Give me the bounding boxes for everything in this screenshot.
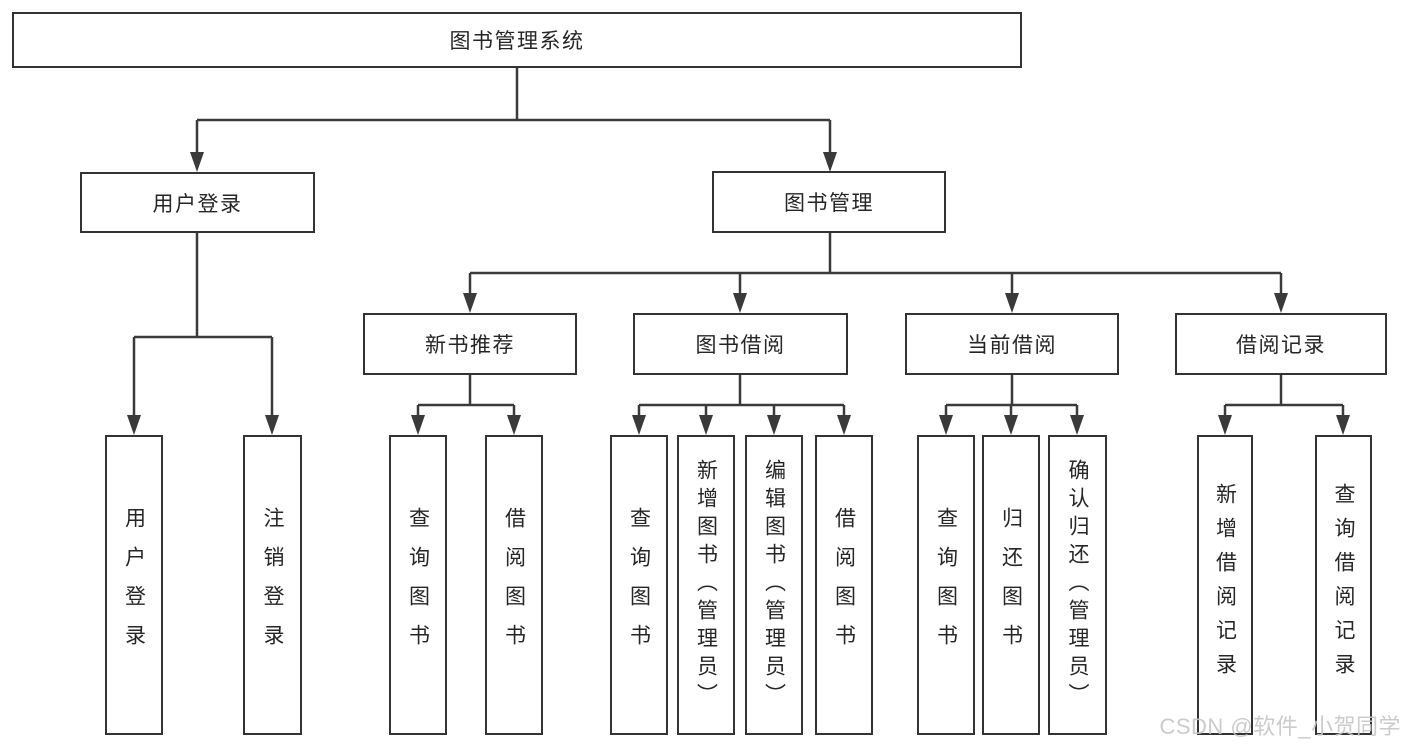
- leaf-user-login: 用户登录: [105, 435, 163, 735]
- node-book-management: 图书管理: [712, 171, 946, 233]
- node-label: 新书推荐: [425, 334, 515, 357]
- leaf-query-borrow-record: 查询借阅记录: [1315, 435, 1372, 735]
- node-label: 用户登录: [152, 192, 243, 216]
- leaf-add-books-admin: 新增图书（管理员）: [677, 435, 735, 735]
- leaf-label: 查询图书: [627, 507, 651, 663]
- leaf-query-books-current: 查询图书: [917, 435, 975, 735]
- leaf-label: 新增借阅记录: [1213, 483, 1237, 687]
- node-label: 图书管理系统: [449, 30, 585, 53]
- leaf-confirm-return-admin: 确认归还（管理员）: [1048, 435, 1107, 735]
- node-label: 图书管理: [784, 192, 874, 215]
- leaf-label: 归还图书: [999, 507, 1023, 663]
- leaf-label: 用户登录: [122, 507, 146, 663]
- node-label: 借阅记录: [1236, 334, 1326, 357]
- csdn-watermark: CSDN @软件_小贺同学: [1159, 714, 1401, 739]
- leaf-label: 编辑图书（管理员）: [762, 459, 786, 711]
- leaf-label: 查询图书: [934, 507, 958, 663]
- node-label: 当前借阅: [967, 334, 1057, 357]
- leaf-borrow-books: 借阅图书: [815, 435, 873, 735]
- node-borrow-records: 借阅记录: [1175, 313, 1387, 375]
- leaf-logout: 注销登录: [243, 435, 302, 735]
- leaf-label: 确认归还（管理员）: [1066, 459, 1089, 711]
- node-user-login: 用户登录: [80, 172, 315, 233]
- node-book-borrow: 图书借阅: [633, 313, 848, 375]
- node-system-root: 图书管理系统: [12, 12, 1022, 68]
- leaf-return-books: 归还图书: [982, 435, 1040, 735]
- node-label: 图书借阅: [695, 334, 786, 357]
- leaf-borrow-books-recommend: 借阅图书: [485, 435, 543, 735]
- leaf-edit-books-admin: 编辑图书（管理员）: [745, 435, 803, 735]
- leaf-label: 借阅图书: [832, 507, 856, 663]
- leaf-query-books-recommend: 查询图书: [389, 435, 447, 735]
- node-new-book-recommend: 新书推荐: [363, 313, 577, 375]
- leaf-add-borrow-record: 新增借阅记录: [1197, 435, 1253, 735]
- leaf-label: 借阅图书: [502, 507, 526, 663]
- leaf-query-books-borrow: 查询图书: [610, 435, 668, 735]
- node-current-borrow: 当前借阅: [905, 313, 1119, 375]
- leaf-label: 查询图书: [406, 507, 430, 663]
- leaf-label: 新增图书（管理员）: [694, 459, 718, 711]
- leaf-label: 查询借阅记录: [1332, 483, 1355, 687]
- leaf-label: 注销登录: [261, 507, 284, 663]
